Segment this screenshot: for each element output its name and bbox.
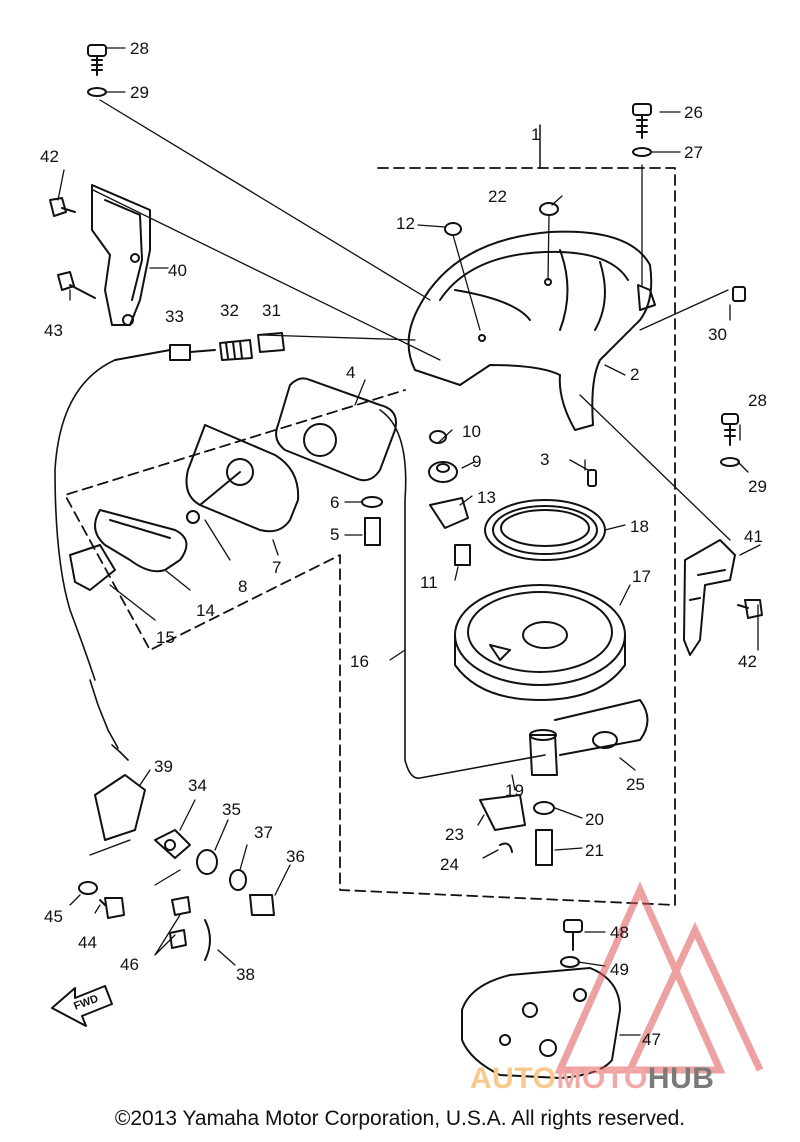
callout-32: 32 (220, 301, 239, 320)
callout-6: 6 (330, 493, 339, 512)
callout-25: 25 (626, 775, 645, 794)
callout-9: 9 (472, 452, 481, 471)
callout-12: 12 (396, 214, 415, 233)
callout-15: 15 (156, 628, 175, 647)
callout-44: 44 (78, 933, 97, 952)
callout-34: 34 (188, 776, 207, 795)
cables (54, 359, 546, 779)
bolts (49, 44, 763, 968)
watermark-logo (554, 881, 764, 1074)
callout-30: 30 (708, 325, 727, 344)
callout-29: 29 (130, 83, 149, 102)
callout-41: 41 (744, 527, 763, 546)
callout-33: 33 (165, 307, 184, 326)
callout-13: 13 (477, 488, 496, 507)
leader-lines (57, 47, 761, 1036)
callout-43: 43 (44, 321, 63, 340)
callout-23: 23 (445, 825, 464, 844)
callout-8: 8 (238, 577, 247, 596)
callout-19: 19 (505, 781, 524, 800)
watermark-text: AUTOMOTOHUB (470, 1062, 714, 1096)
callout-45: 45 (44, 907, 63, 926)
callout-14: 14 (196, 601, 215, 620)
starter-handle (69, 509, 200, 591)
callout-26: 26 (684, 103, 703, 122)
callout-22: 22 (488, 187, 507, 206)
callout-21: 21 (585, 841, 604, 860)
callout-20: 20 (585, 810, 604, 829)
callout-31: 31 (262, 301, 281, 320)
callout-4: 4 (346, 363, 355, 382)
recoil-spring (484, 499, 606, 561)
callout-39: 39 (154, 757, 173, 776)
watermark-part-2: MOTO (556, 1062, 648, 1095)
callout-10: 10 (462, 422, 481, 441)
callout-48: 48 (610, 923, 629, 942)
callout-7: 7 (272, 558, 281, 577)
throttle-rod-parts (114, 332, 285, 361)
rope-guide-and-grip (185, 377, 397, 533)
callout-42: 42 (40, 147, 59, 166)
callout-11: 11 (420, 573, 438, 592)
watermark-part-1: AUTO (470, 1062, 557, 1095)
assembly-outline (64, 167, 676, 906)
starter-housing (407, 230, 656, 431)
callout-28: 28 (130, 39, 149, 58)
throttle-bracket (91, 184, 151, 326)
callout-24: 24 (440, 855, 459, 874)
callout-40: 40 (168, 261, 187, 280)
callout-28b: 28 (748, 391, 767, 410)
fwd-arrow (51, 985, 113, 1027)
callout-38: 38 (236, 965, 255, 984)
callout-17: 17 (632, 567, 651, 586)
callout-29b: 29 (748, 477, 767, 496)
lever-parts (94, 774, 191, 859)
callout-18: 18 (630, 517, 649, 536)
drive-pawl-parts (479, 699, 649, 831)
bracket-41 (683, 539, 736, 656)
copyright-notice: ©2013 Yamaha Motor Corporation, U.S.A. A… (114, 1107, 686, 1130)
callout-labels: 1 2 3 4 5 6 7 8 9 10 11 12 13 14 15 16 1… (40, 39, 767, 1049)
callout-37: 37 (254, 823, 273, 842)
callout-36: 36 (286, 847, 305, 866)
callout-27: 27 (684, 143, 703, 162)
callout-1: 1 (531, 125, 540, 144)
cover-plate (461, 967, 621, 1079)
callout-46: 46 (120, 955, 139, 974)
callout-49: 49 (610, 960, 629, 979)
callout-42b: 42 (738, 652, 757, 671)
callout-16: 16 (350, 652, 369, 671)
callout-5: 5 (330, 525, 339, 544)
recoil-pulley (454, 584, 626, 701)
callout-2: 2 (630, 365, 639, 384)
callout-47: 47 (642, 1030, 661, 1049)
callout-3: 3 (540, 450, 549, 469)
watermark-part-3: HUB (647, 1062, 715, 1095)
callout-35: 35 (222, 800, 241, 819)
